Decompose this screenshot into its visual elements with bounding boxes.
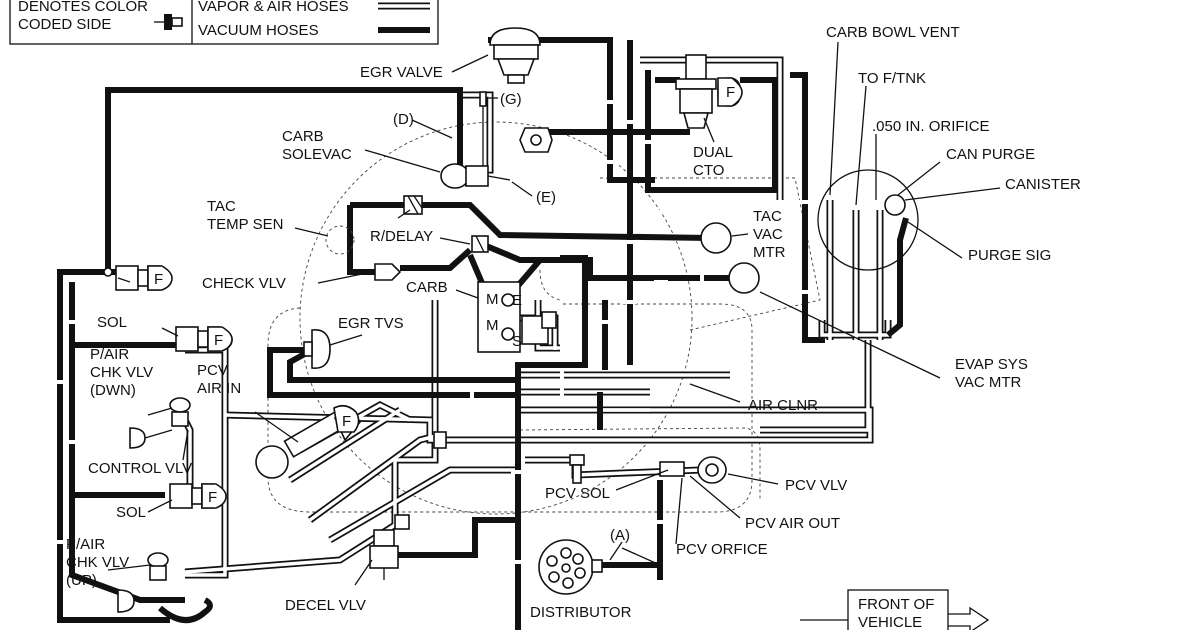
tag-f-sol-bottom: F (208, 489, 217, 506)
engine-outline (267, 121, 821, 515)
vapor-hose (760, 340, 872, 434)
label-pcv-sol: PCV SOL (545, 485, 610, 502)
label-can-purge: CAN PURGE (946, 146, 1035, 163)
carb-port-m2: M (486, 317, 499, 334)
vapor-hose-core (520, 408, 872, 442)
evap-vac-motor (728, 262, 760, 294)
tac-temp-sensor (325, 225, 355, 255)
leader-lines (107, 41, 1001, 586)
legend-vapor-text: VAPOR & AIR HOSES (198, 0, 349, 15)
label-air-clnr: AIR CLNR (748, 397, 818, 414)
pcv-valve (659, 456, 727, 484)
air-cleaner-outline (299, 121, 693, 515)
check-valve (374, 263, 402, 281)
front-arrow (800, 589, 990, 635)
label-e: (E) (536, 189, 556, 206)
label-pcv-orfice: PCV ORFICE (676, 541, 768, 558)
pcv-solenoid (569, 454, 585, 484)
label-carb-bowl-vent: CARB BOWL VENT (826, 24, 960, 41)
decel-valve (369, 529, 399, 580)
label-decel-vlv: DECEL VLV (285, 597, 366, 614)
tac-vac-motor (700, 222, 732, 254)
carb-port-m1: M (486, 291, 499, 308)
misc-fittings (103, 267, 447, 623)
carb-port-s: S (512, 333, 522, 350)
label-g: (G) (500, 91, 522, 108)
label-control-vlv: CONTROL VLV (88, 460, 192, 477)
legend-vacuum-text: VACUUM HOSES (198, 22, 319, 39)
carb-body: M M E S (477, 281, 557, 353)
label-egr-tvs: EGR TVS (338, 315, 404, 332)
label-egr-valve: EGR VALVE (360, 64, 443, 81)
egr-tvs (303, 329, 331, 369)
tag-f-sol-top: F (154, 271, 163, 288)
label-distributor: DISTRIBUTOR (530, 604, 632, 621)
legend-color-coded-icon (154, 14, 183, 30)
distributor (538, 539, 603, 595)
label-sol-top: SOL (97, 314, 127, 331)
label-sol-bottom: SOL (116, 504, 146, 521)
tag-f-pcv: F (342, 413, 351, 430)
label-canister: CANISTER (1005, 176, 1081, 193)
vacuum-hoses (57, 37, 909, 630)
carb-port-e: E (512, 292, 522, 309)
vacuum-fitting (519, 127, 553, 153)
label-a: (A) (610, 527, 630, 544)
legend-box (9, 0, 439, 45)
hose-gaps (53, 100, 812, 564)
label-r-delay: R/DELAY (370, 228, 433, 245)
p-air-check-valve-up (117, 552, 169, 613)
label-orifice: .050 IN. ORIFICE (872, 118, 990, 135)
label-pcv-vlv: PCV VLV (785, 477, 847, 494)
tag-f-sol-mid: F (214, 332, 223, 349)
label-to-ftnk: TO F/TNK (858, 70, 926, 87)
carb-solevac (440, 91, 511, 189)
charcoal-canister (817, 169, 919, 271)
label-pcv-air-out: PCV AIR OUT (745, 515, 840, 532)
label-d: (D) (393, 111, 414, 128)
tag-f-cto: F (726, 84, 735, 101)
egr-valve (489, 27, 541, 84)
label-purge-sig: PURGE SIG (968, 247, 1051, 264)
vapor-hose-core (329, 468, 520, 542)
vapor-hose-core (308, 433, 441, 522)
vapor-hose (520, 406, 874, 444)
r-delay (403, 195, 489, 253)
label-carb: CARB (406, 279, 448, 296)
color-code-tags: F F F F F (147, 77, 743, 509)
p-air-check-valve-dwn (129, 397, 191, 449)
vapor-hose-core (820, 320, 890, 337)
vapor-hose-core (760, 340, 870, 432)
label-check-vlv: CHECK VLV (202, 275, 286, 292)
vapor-hose-core (185, 348, 227, 577)
vapor-hose-core (289, 408, 401, 482)
